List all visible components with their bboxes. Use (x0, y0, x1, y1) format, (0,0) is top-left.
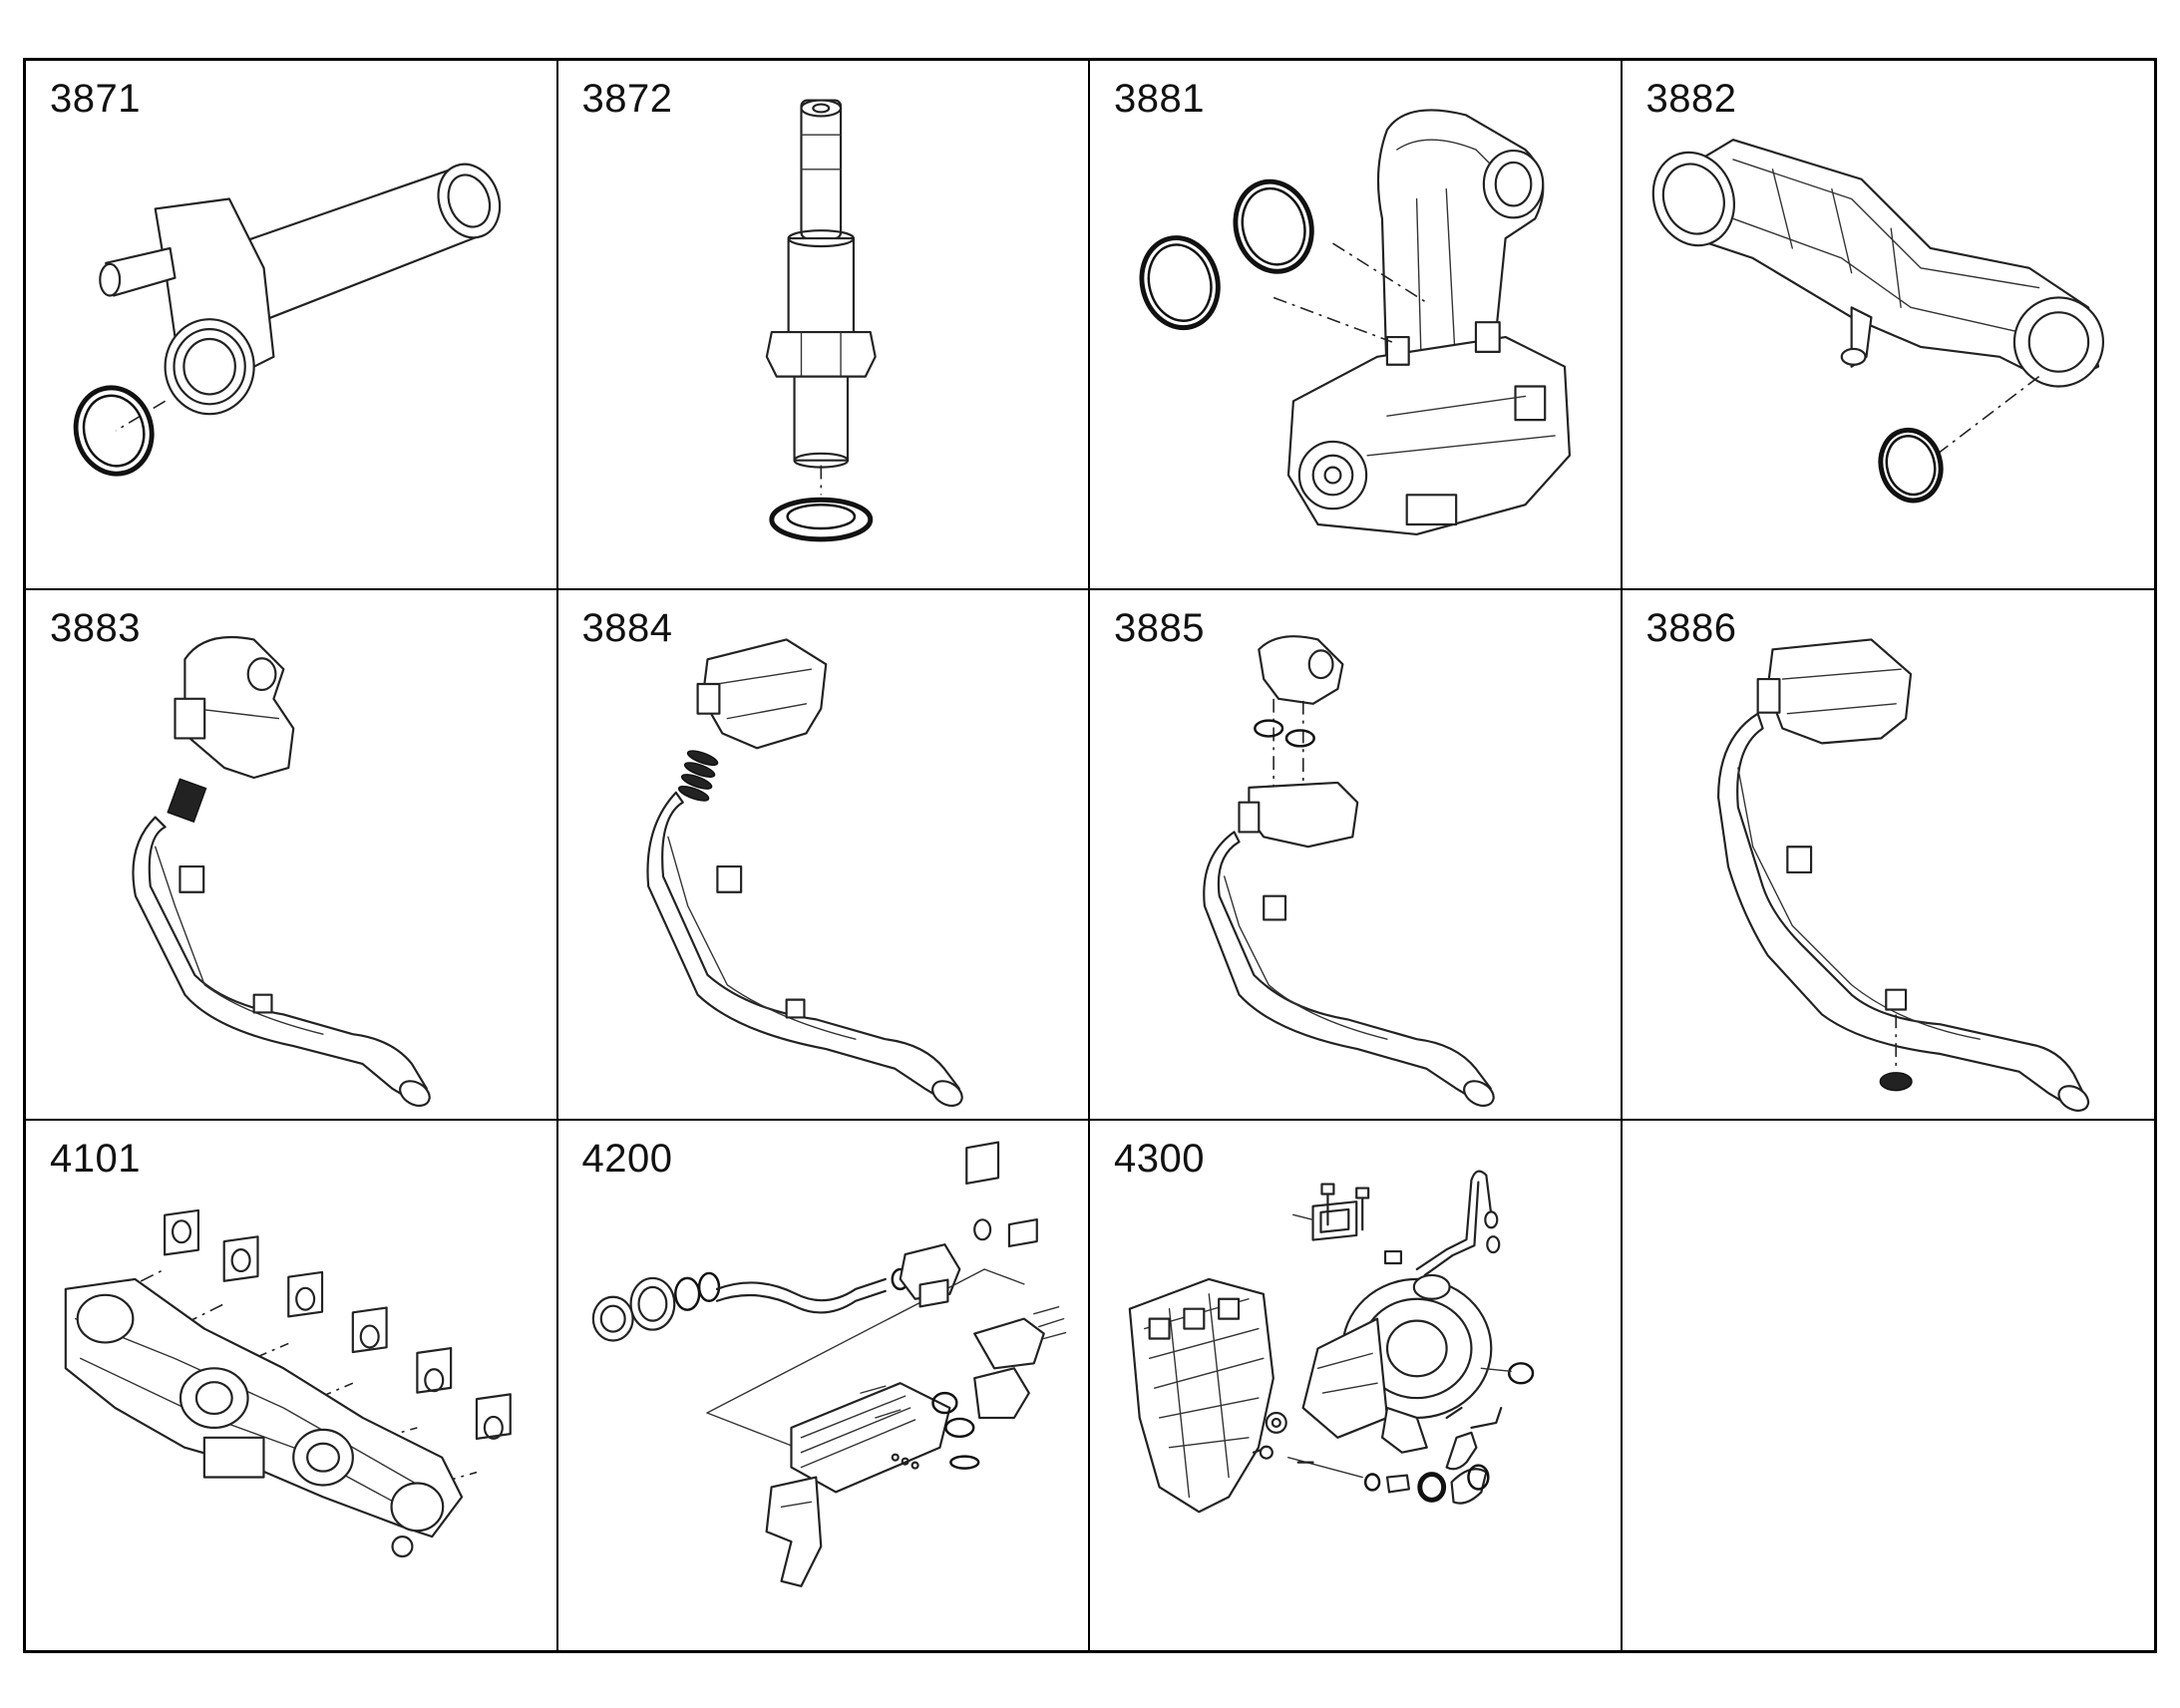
part-number: 4200 (581, 1136, 673, 1181)
part-number: 4300 (1114, 1136, 1205, 1181)
part-cell-6[interactable]: 3884 (557, 590, 1090, 1121)
part-cell-8[interactable]: 3886 (1622, 590, 2155, 1121)
part-cell-9[interactable]: 4101 (26, 1120, 558, 1650)
part-cell-4[interactable]: 3882 (1622, 61, 2155, 591)
part-cell-3[interactable]: 3881 (1090, 61, 1623, 591)
part-cell-7[interactable]: 3885 (1090, 590, 1623, 1121)
part-number: 3886 (1645, 606, 1737, 651)
part-number: 3884 (581, 606, 673, 651)
part-number: 4101 (50, 1136, 141, 1181)
connector-stud-with-seal-washer-icon (558, 61, 1089, 588)
pipe-and-elbow-with-o-rings-icon (1090, 590, 1621, 1118)
part-cell-11[interactable]: 4300 (1090, 1120, 1623, 1650)
part-number: 3885 (1114, 606, 1205, 651)
exhaust-manifold-with-gaskets-icon (26, 1121, 556, 1650)
pipe-and-housing-with-plug-icon (1623, 590, 2155, 1118)
part-number: 3883 (50, 606, 141, 651)
pipe-and-elbow-with-sleeve-icon (26, 590, 556, 1118)
parts-index-grid: 3871 3872 (23, 58, 2157, 1653)
part-cell-10[interactable]: 4200 (558, 1120, 1090, 1650)
part-number: 3882 (1645, 77, 1737, 121)
turbocharger-assembly-icon (1090, 1121, 1621, 1650)
egr-cooler-assembly-icon (558, 1121, 1089, 1650)
part-cell-empty (1623, 1121, 2155, 1650)
part-number: 3881 (1114, 77, 1205, 121)
part-cell-5[interactable]: 3883 (26, 590, 558, 1121)
part-number: 3872 (581, 77, 673, 121)
pipe-and-housing-with-seals-icon (558, 590, 1089, 1118)
thermostat-housing-with-o-rings-icon (1090, 61, 1621, 588)
part-cell-1[interactable]: 3871 (26, 61, 558, 591)
part-cell-2[interactable]: 3872 (557, 61, 1090, 591)
water-pipe-with-o-ring-icon (26, 61, 556, 588)
coolant-manifold-with-o-ring-icon (1623, 61, 2155, 588)
part-number: 3871 (50, 77, 141, 121)
